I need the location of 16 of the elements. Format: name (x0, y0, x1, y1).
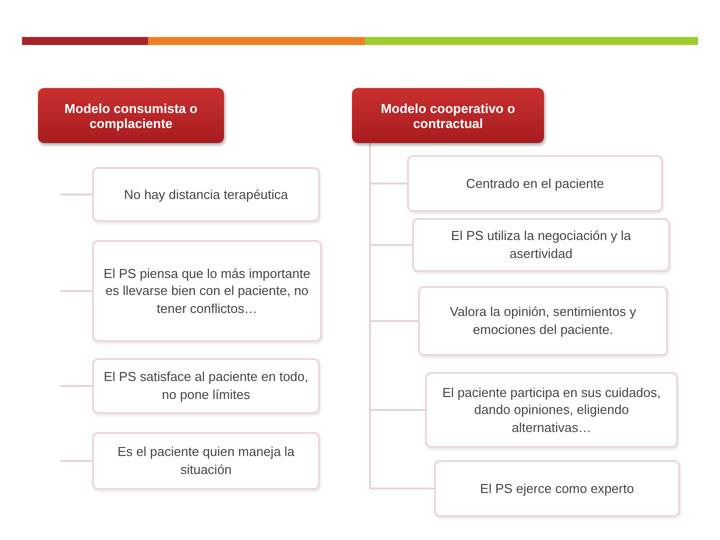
header-box: Modelo cooperativo o contractual (352, 88, 544, 143)
text-box: El PS ejerce como experto (434, 460, 680, 517)
connector-line (60, 460, 92, 462)
text-box: El PS piensa que lo más importante es llevarse bien con el paciente, no tener conflictos… (92, 240, 322, 342)
connector-line (369, 143, 434, 490)
header-box: Modelo consumista o complaciente (38, 88, 224, 143)
text-box: Valora la opinión, sentimientos y emociones del paciente. (418, 286, 668, 356)
connector-line (60, 290, 92, 292)
text-box: Es el paciente quien maneja la situación (92, 432, 320, 490)
text-box: No hay distancia terapéutica (92, 167, 320, 222)
text-box: El PS utiliza la negociación y la asertividad (412, 218, 670, 272)
text-box: Centrado en el paciente (407, 155, 663, 212)
connector-line (60, 385, 92, 387)
connector-line (60, 194, 92, 196)
text-box: El PS satisface al paciente en todo, no pone límites (92, 358, 320, 414)
text-box: El paciente participa en sus cuidados, dando opiniones, eligiendo alternativas… (425, 372, 678, 448)
